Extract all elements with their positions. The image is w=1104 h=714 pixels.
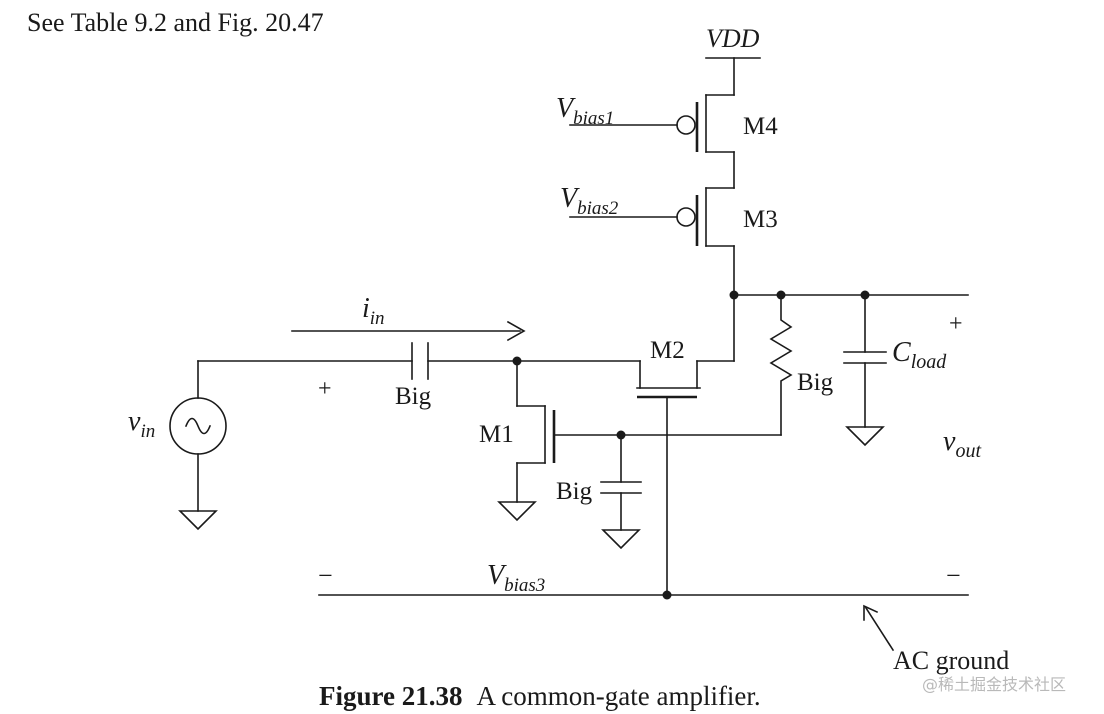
sine-icon: [184, 417, 212, 435]
big-resistor-label: Big: [797, 369, 834, 396]
cload-label: Cload: [892, 337, 947, 373]
arrow-head-icon: [506, 320, 526, 342]
gate-bypass-capacitor: [600, 434, 642, 550]
ground-icon: [497, 501, 537, 522]
big-gate-cap-label: Big: [556, 478, 593, 505]
header-note: See Table 9.2 and Fig. 20.47: [27, 8, 324, 37]
minus-right: −: [946, 561, 961, 590]
ground-icon: [178, 510, 218, 531]
vbias3-label: Vbias3: [487, 560, 545, 596]
vdd-label: VDD: [706, 24, 760, 53]
minus-left: −: [318, 561, 333, 590]
arrow-head-icon: [863, 604, 879, 621]
transistor-m4: [569, 94, 735, 153]
m3-label: M3: [743, 206, 778, 233]
node-dot-bias3: [662, 590, 672, 600]
ac-ground-arrow: [864, 606, 895, 652]
pmos-bubble-m4: [676, 115, 696, 135]
vbias1-label: Vbias1: [556, 93, 614, 129]
transistor-m1: [497, 360, 782, 522]
watermark: @稀土掘金技术社区: [922, 675, 1066, 694]
big-resistor: [769, 294, 793, 436]
ground-icon: [601, 529, 641, 550]
m2-label: M2: [650, 337, 685, 364]
vin-source: [169, 360, 227, 531]
m4-label: M4: [743, 113, 778, 140]
transistor-m2: [636, 360, 701, 596]
m1-label: M1: [479, 421, 514, 448]
vbias2-label: Vbias2: [560, 183, 619, 219]
plus-left: +: [318, 376, 332, 402]
iin-label: iin: [362, 293, 385, 329]
ac-ground-label: AC ground: [893, 646, 1009, 675]
transistor-m3: [569, 187, 735, 247]
vout-label: vout: [943, 426, 981, 462]
big-input-cap-label: Big: [395, 383, 432, 410]
plus-right: +: [949, 311, 963, 337]
vin-label: vin: [128, 406, 155, 442]
ground-icon: [845, 426, 885, 447]
cload-capacitor: [843, 294, 887, 447]
pmos-bubble-m3: [676, 207, 696, 227]
